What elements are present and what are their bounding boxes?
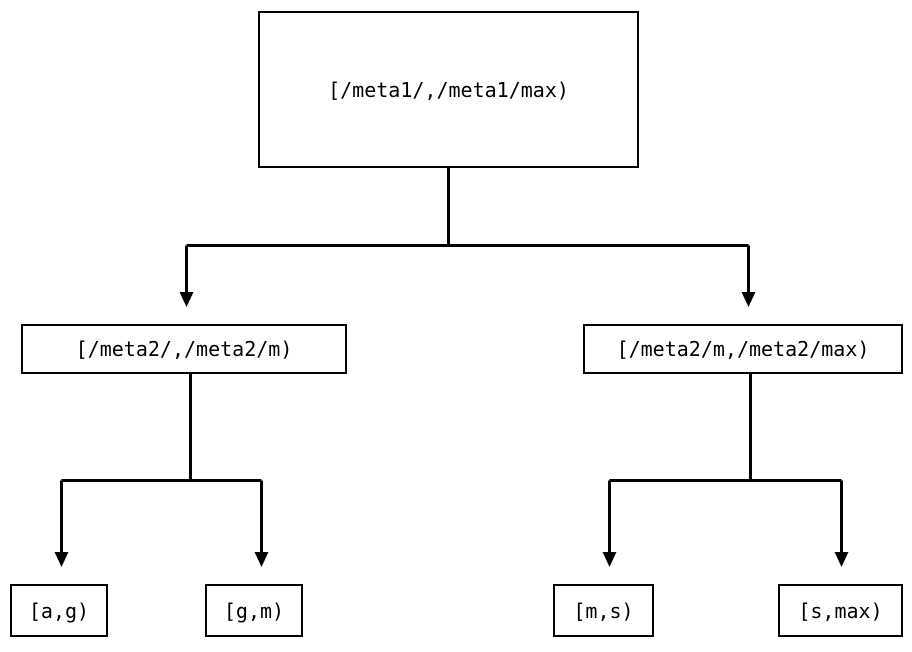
arrowhead-icon-mid-right	[741, 292, 756, 307]
arrowhead-icon-leaf-gm	[254, 552, 269, 567]
node-mid-left-label: [/meta2/,/meta2/m)	[75, 337, 293, 361]
node-root[interactable]: [/meta1/,/meta1/max)	[258, 11, 639, 168]
arrowhead-icon-leaf-smax	[834, 552, 849, 567]
node-mid-right[interactable]: [/meta2/m,/meta2/max)	[583, 324, 903, 374]
node-leaf-gm[interactable]: [g,m)	[205, 584, 303, 637]
node-mid-left[interactable]: [/meta2/,/meta2/m)	[21, 324, 347, 374]
arrowhead-icon-leaf-ms	[602, 552, 617, 567]
node-leaf-smax-label: [s,max)	[798, 598, 883, 623]
node-leaf-ms-label: [m,s)	[573, 598, 634, 623]
node-leaf-smax[interactable]: [s,max)	[778, 584, 903, 637]
node-leaf-ms[interactable]: [m,s)	[553, 584, 654, 637]
node-root-label: [/meta1/,/meta1/max)	[328, 77, 569, 102]
node-mid-right-label: [/meta2/m,/meta2/max)	[616, 337, 870, 361]
arrowhead-icon-leaf-ag	[54, 552, 69, 567]
node-leaf-ag-label: [a,g)	[28, 598, 90, 623]
arrowhead-icon-mid-left	[179, 292, 194, 307]
node-leaf-ag[interactable]: [a,g)	[10, 584, 108, 637]
node-leaf-gm-label: [g,m)	[223, 598, 285, 623]
